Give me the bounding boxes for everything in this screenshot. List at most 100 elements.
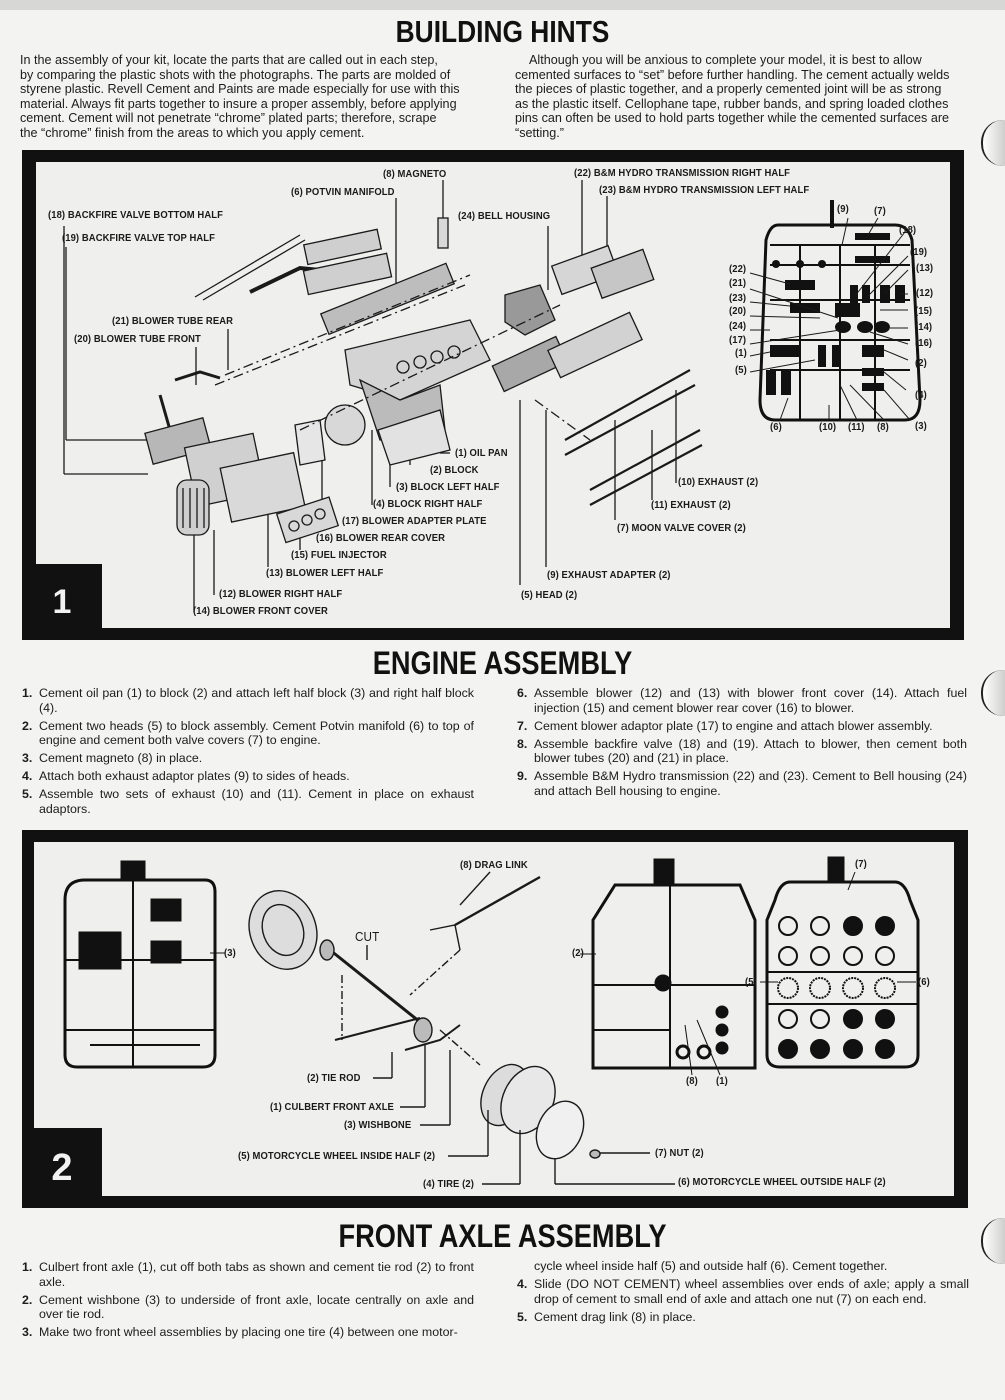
sprue-b-callout-1: (1) xyxy=(716,1075,728,1087)
label-tie-rod: (2) TIE ROD xyxy=(307,1072,361,1084)
label-blower-tube-front: (20) BLOWER TUBE FRONT xyxy=(74,333,201,345)
step-number: 3. xyxy=(22,1325,33,1340)
sprue-callout: (14) xyxy=(915,321,933,333)
sprue-callout: (6) xyxy=(770,421,782,433)
label-exhaust-11: (11) EXHAUST (2) xyxy=(651,499,731,511)
label-bell-housing: (24) BELL HOUSING xyxy=(458,210,551,222)
front-wheel xyxy=(248,890,318,970)
step-3-continuation: cycle wheel inside half (5) and outside … xyxy=(534,1259,888,1273)
label-wheel-outside-half: (6) MOTORCYCLE WHEEL OUTSIDE HALF (2) xyxy=(678,1176,886,1188)
sprue-callout: (12) xyxy=(916,287,934,299)
engine-steps-right: 6. Assemble blower (12) and (13) with blo… xyxy=(517,686,967,802)
instruction-step: 1. Culbert front axle (1), cut off both t… xyxy=(22,1260,474,1289)
label-wheel-inside-half: (5) MOTORCYCLE WHEEL INSIDE HALF (2) xyxy=(238,1150,436,1162)
sprue-callout: (9) xyxy=(837,203,849,215)
label-head: (5) HEAD (2) xyxy=(521,589,578,601)
label-block: (2) BLOCK xyxy=(430,464,479,476)
sprue-callout: (8) xyxy=(877,421,889,433)
sprue-callout: (19) xyxy=(910,246,928,258)
sprue-c-callout-5: (5) xyxy=(745,976,757,988)
building-hints-right-paragraph: Although you will be anxious to complete… xyxy=(515,53,965,141)
instruction-step: 8.Assemble backfire valve (18) and (19).… xyxy=(517,737,967,766)
label-tire: (4) TIRE (2) xyxy=(423,1178,474,1190)
building-hints-title: BUILDING HINTS xyxy=(395,14,610,49)
sprue-callout: (16) xyxy=(915,337,933,349)
step-number: 5. xyxy=(517,1309,528,1324)
sprue-callout: (1) xyxy=(735,347,747,359)
intro-right-line: cemented surfaces to “set” before furthe… xyxy=(515,67,950,82)
label-blower-tube-rear: (21) BLOWER TUBE REAR xyxy=(112,315,234,327)
sprue-callout: (21) xyxy=(729,277,747,289)
sprue-callout: (7) xyxy=(874,205,886,217)
label-wishbone: (3) WISHBONE xyxy=(344,1119,412,1131)
intro-left-line: styrene plastic. Revell Cement and Paint… xyxy=(20,82,460,97)
nut xyxy=(589,1149,601,1159)
instruction-step: 2. Cement two heads (5) to block assembly… xyxy=(22,719,474,748)
sprue-callout: (5) xyxy=(735,364,747,376)
label-blower-front-cover: (14) BLOWER FRONT COVER xyxy=(193,605,328,617)
sprue-c-callout-6: (6) xyxy=(918,976,930,988)
intro-right-line: pins can often be used to hold parts tog… xyxy=(515,111,950,126)
page-top-edge xyxy=(0,0,1005,10)
label-exhaust-10: (10) EXHAUST (2) xyxy=(678,476,759,488)
label-blower-left-half: (13) BLOWER LEFT HALF xyxy=(266,567,384,579)
label-block-left-half: (3) BLOCK LEFT HALF xyxy=(396,481,500,493)
instruction-step: 5. Assemble two sets of exhaust (10) and … xyxy=(22,787,474,816)
step-text: Cement blower adaptor plate (17) to engi… xyxy=(534,718,933,733)
step-text: Cement drag link (8) in place. xyxy=(534,1309,696,1324)
instruction-step: 7. Cement blower adaptor plate (17) to en… xyxy=(517,719,967,734)
intro-right-line: the pieces of plastic together, and a pr… xyxy=(515,82,942,97)
step-text: Culbert front axle (1), cut off both tab… xyxy=(39,1260,474,1289)
step-text: Attach both exhaust adaptor plates (9) t… xyxy=(39,769,350,784)
step-number: 4. xyxy=(22,769,33,784)
intro-right-line: “setting.” xyxy=(515,125,564,140)
label-fuel-injector: (15) FUEL INJECTOR xyxy=(291,549,387,561)
step-number: 6. xyxy=(517,686,528,700)
engine-steps-left: 1.Cement oil pan (1) to block (2) and at… xyxy=(22,686,474,820)
sprue-callout: (11) xyxy=(848,421,865,433)
step-text: Cement two heads (5) to block assembly. … xyxy=(39,718,474,748)
instruction-step: 3. Make two front wheel assemblies by pla… xyxy=(22,1325,474,1340)
sprue-callout: (10) xyxy=(819,421,837,433)
step-text: Cement wishbone (3) to underside of fron… xyxy=(39,1292,474,1322)
step-2-sprue-a xyxy=(63,860,225,1069)
building-hints-left-paragraph: In the assembly of your kit, locate the … xyxy=(20,53,471,141)
step-number: 5. xyxy=(22,787,33,802)
step-number: 2. xyxy=(22,718,33,733)
front-axle-parts xyxy=(248,871,675,1185)
label-backfire-valve-top: (19) BACKFIRE VALVE TOP HALF xyxy=(62,232,216,244)
sprue-callout: (22) xyxy=(729,263,747,275)
label-trans-left-half: (23) B&M HYDRO TRANSMISSION LEFT HALF xyxy=(599,184,810,196)
step-2-number: 2 xyxy=(22,1128,102,1208)
step-number: 7. xyxy=(517,718,528,733)
sprue-parts xyxy=(766,233,905,395)
intro-left-line: cement. Cement will not penetrate “chrom… xyxy=(20,111,437,126)
instruction-step: 4.Slide (DO NOT CEMENT) wheel assemblies… xyxy=(517,1277,969,1306)
sprue-a-callout-3: (3) xyxy=(224,947,236,959)
front-axle-assembly-title: FRONT AXLE ASSEMBLY xyxy=(338,1218,667,1254)
step-number: 4. xyxy=(517,1277,528,1291)
sprue-c-callout-7: (7) xyxy=(855,858,867,870)
label-oil-pan: (1) OIL PAN xyxy=(455,447,508,459)
step-number: 2. xyxy=(22,1292,33,1307)
label-blower-adapter-plate: (17) BLOWER ADAPTER PLATE xyxy=(342,515,487,527)
step-number: 8. xyxy=(517,736,528,751)
step-text: Cement magneto (8) in place. xyxy=(39,751,203,766)
step-number: 1. xyxy=(22,1260,33,1274)
label-moon-valve-cover: (7) MOON VALVE COVER (2) xyxy=(617,522,746,534)
label-backfire-valve-bottom: (18) BACKFIRE VALVE BOTTOM HALF xyxy=(48,209,223,221)
step-text: Assemble two sets of exhaust (10) and (1… xyxy=(39,787,474,816)
label-cut: CUT xyxy=(355,929,380,944)
step-text: Make two front wheel assemblies by placi… xyxy=(39,1325,458,1340)
front-axle-steps-left: 1. Culbert front axle (1), cut off both t… xyxy=(22,1260,474,1343)
step-text: Assemble blower (12) and (13) with blowe… xyxy=(534,686,967,715)
instruction-step: 9.Assemble B&M Hydro transmission (22) a… xyxy=(517,769,967,798)
intro-right-line: as the plastic itself. Cellophane tape, … xyxy=(515,96,949,111)
intro-left-line: by comparing the plastic shots with the … xyxy=(20,67,451,82)
step-2-sprue-b xyxy=(580,858,757,1076)
engine-assembly-title: ENGINE ASSEMBLY xyxy=(372,645,633,681)
sprue-b-callout-2: (2) xyxy=(572,947,584,959)
sprue-callout: (18) xyxy=(899,224,917,236)
